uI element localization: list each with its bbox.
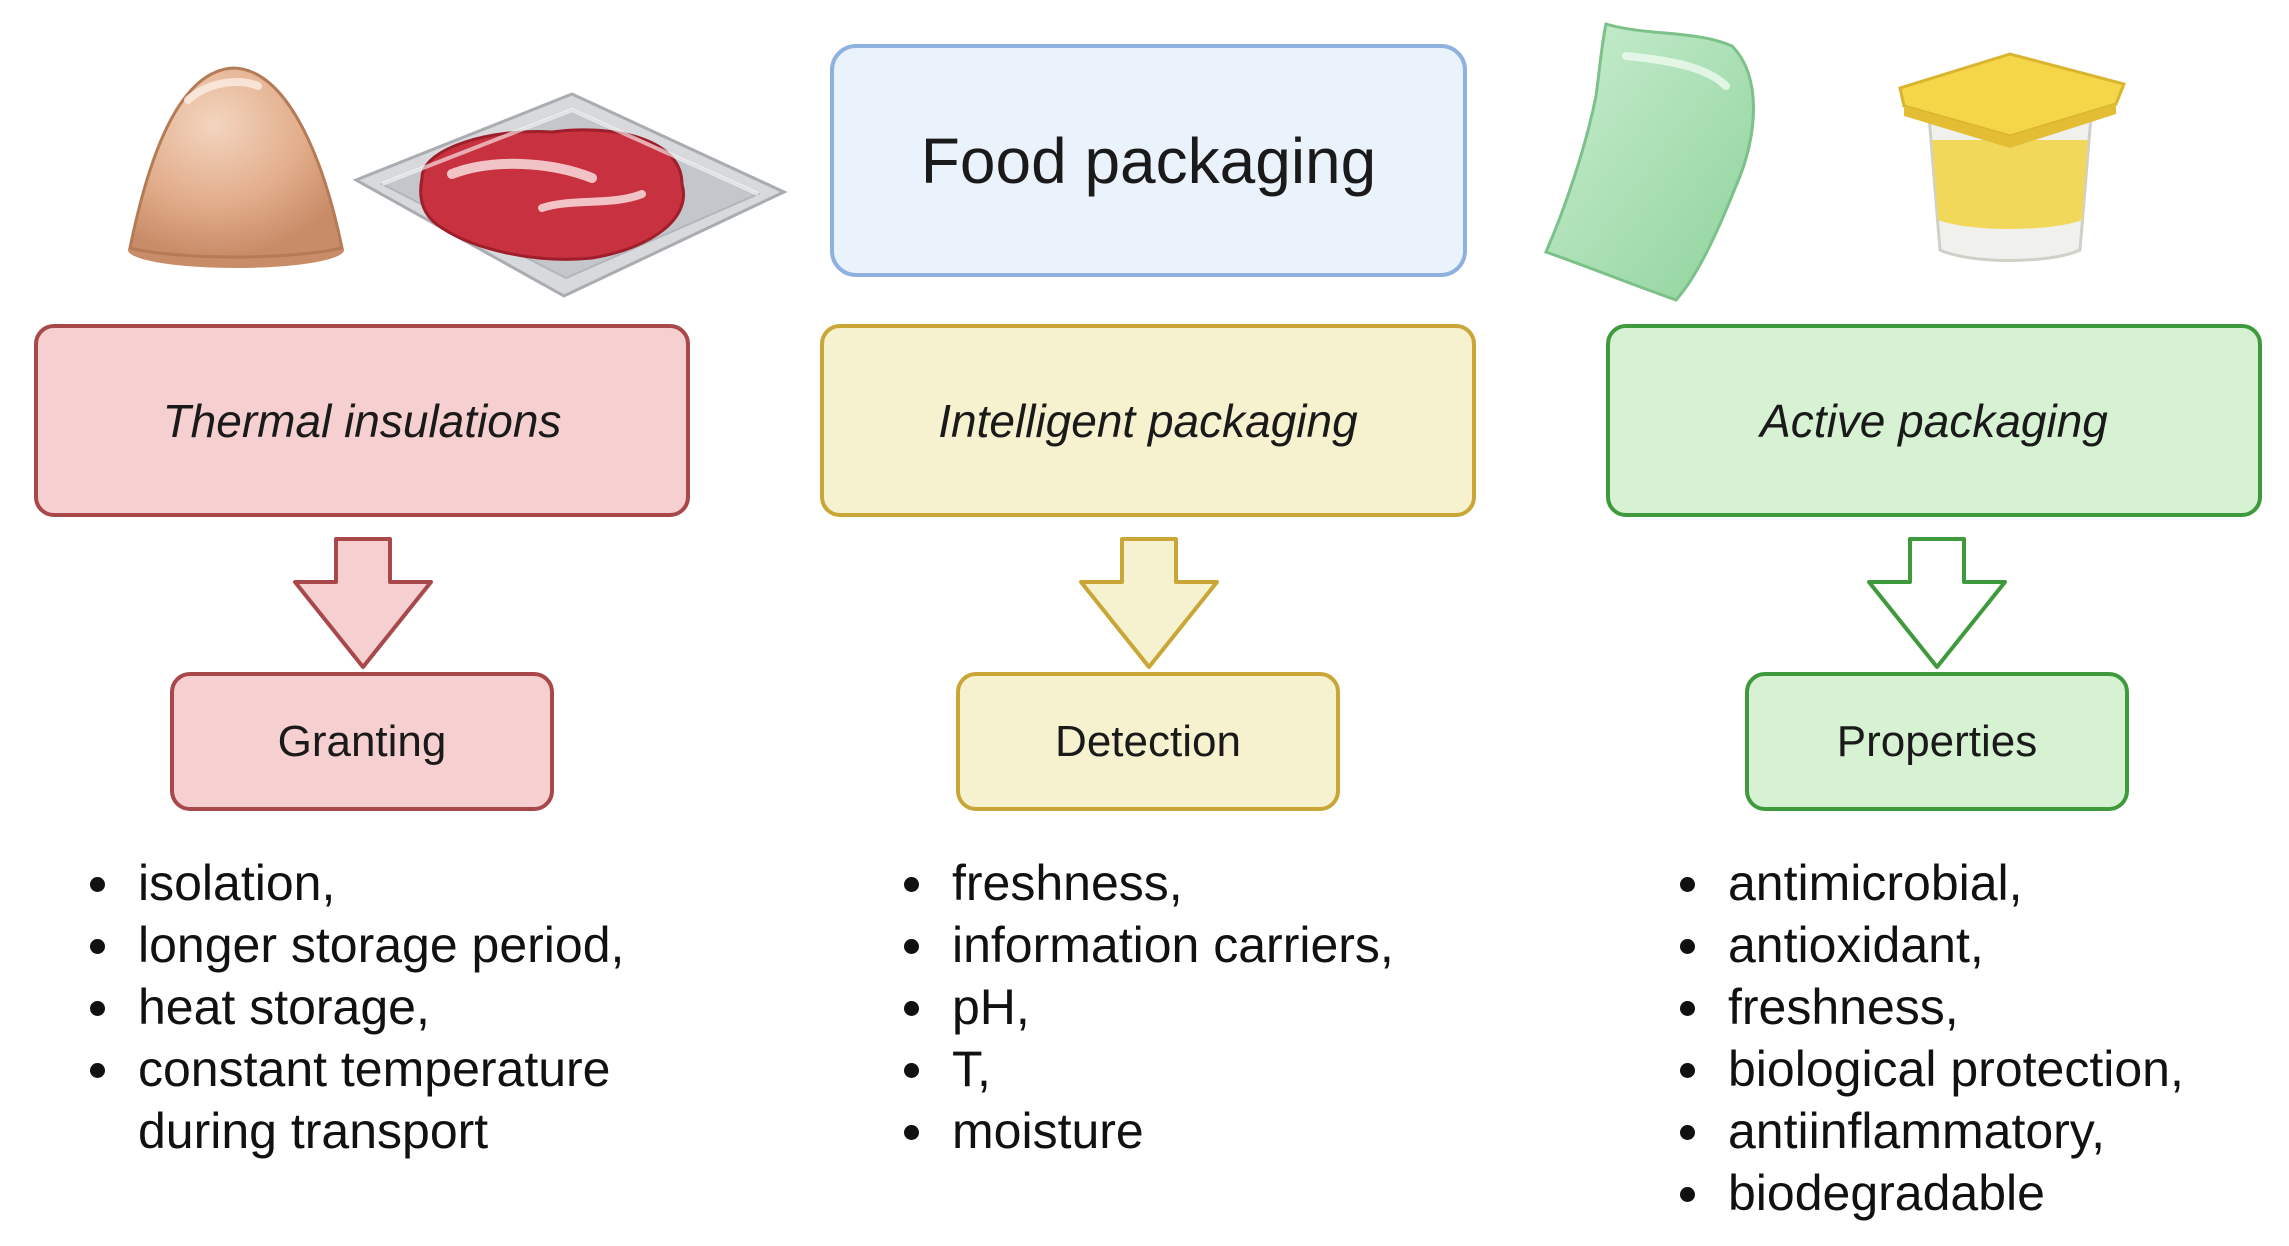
- active-bullet-list: antimicrobial, antioxidant, freshness, b…: [1670, 852, 2280, 1224]
- category-thermal-insulations: Thermal insulations: [34, 324, 690, 517]
- down-arrow-icon: [293, 537, 433, 669]
- list-item: antioxidant,: [1670, 914, 2280, 976]
- list-item: antiinflammatory,: [1670, 1100, 2280, 1162]
- list-item: pH,: [894, 976, 1534, 1038]
- list-item: freshness,: [894, 852, 1534, 914]
- list-item: isolation,: [80, 852, 720, 914]
- list-item: heat storage,: [80, 976, 720, 1038]
- list-item: freshness,: [1670, 976, 2280, 1038]
- list-item: moisture: [894, 1100, 1534, 1162]
- list-item: biodegradable: [1670, 1162, 2280, 1224]
- down-arrow-icon: [1867, 537, 2007, 669]
- title-box: Food packaging: [830, 44, 1467, 277]
- meat-tray-icon: [352, 92, 788, 298]
- list-item: information carriers,: [894, 914, 1534, 976]
- result-granting: Granting: [170, 672, 554, 811]
- category-active-packaging: Active packaging: [1606, 324, 2262, 517]
- list-item: antimicrobial,: [1670, 852, 2280, 914]
- thermal-bullet-list: isolation, longer storage period, heat s…: [80, 852, 720, 1162]
- intelligent-bullet-list: freshness, information carriers, pH, T, …: [894, 852, 1534, 1162]
- dome-lid-icon: [128, 66, 344, 268]
- list-item: constant temperature during transport: [80, 1038, 720, 1162]
- list-item: longer storage period,: [80, 914, 720, 976]
- list-item: biological protection,: [1670, 1038, 2280, 1100]
- down-arrow-icon: [1079, 537, 1219, 669]
- yogurt-cup-icon: [1898, 52, 2127, 262]
- result-properties: Properties: [1745, 672, 2129, 811]
- list-item: T,: [894, 1038, 1534, 1100]
- result-detection: Detection: [956, 672, 1340, 811]
- plastic-pouch-icon: [1543, 22, 1755, 302]
- category-intelligent-packaging: Intelligent packaging: [820, 324, 1476, 517]
